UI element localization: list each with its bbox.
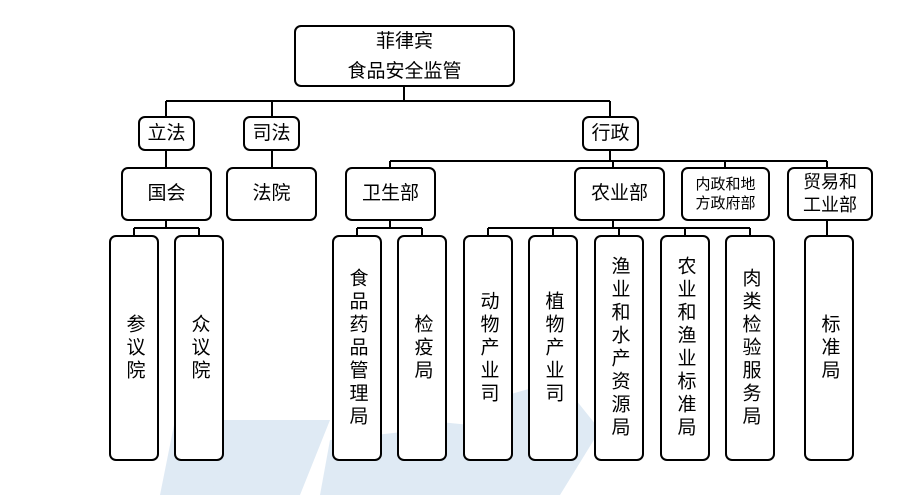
leaf-senate: 参议院 xyxy=(109,235,159,461)
node-agriculture-ministry-label: 农业部 xyxy=(590,182,648,205)
leaf-quarantine-label: 检疫局 xyxy=(411,313,434,383)
leaf-quarantine: 检疫局 xyxy=(397,235,447,461)
leaf-plant-industry: 植物产业司 xyxy=(528,235,578,461)
leaf-animal-industry-label: 动物产业司 xyxy=(477,290,500,406)
leaf-meat-inspection-label: 肉类检验服务局 xyxy=(739,267,762,429)
branch-judicial: 司法 xyxy=(243,116,300,151)
leaf-fisheries: 渔业和水产资源局 xyxy=(594,235,644,461)
leaf-standards: 标准局 xyxy=(804,235,854,461)
node-agriculture-ministry: 农业部 xyxy=(574,167,665,221)
node-health-ministry-label: 卫生部 xyxy=(361,182,419,205)
branch-legislative-label: 立法 xyxy=(147,121,186,144)
leaf-senate-label: 参议院 xyxy=(123,313,146,383)
leaf-agri-standards-label: 农业和渔业标准局 xyxy=(674,256,697,440)
node-interior-ministry: 内政和地 方政府部 xyxy=(681,167,770,221)
leaf-animal-industry: 动物产业司 xyxy=(463,235,513,461)
branch-legislative: 立法 xyxy=(138,116,195,151)
node-trade-ministry-line1: 贸易和 xyxy=(803,171,857,193)
leaf-agri-standards: 农业和渔业标准局 xyxy=(660,235,710,461)
root-node: 菲律宾 食品安全监管 xyxy=(294,25,515,87)
leaf-plant-industry-label: 植物产业司 xyxy=(542,290,565,406)
leaf-house: 众议院 xyxy=(174,235,224,461)
leaf-meat-inspection: 肉类检验服务局 xyxy=(725,235,775,461)
branch-executive: 行政 xyxy=(582,116,639,151)
node-trade-ministry-line2: 工业部 xyxy=(803,195,857,216)
root-title: 菲律宾 xyxy=(375,29,433,52)
node-court: 法院 xyxy=(226,167,317,221)
leaf-standards-label: 标准局 xyxy=(818,313,841,383)
node-congress: 国会 xyxy=(121,167,212,221)
node-interior-ministry-line1: 内政和地 xyxy=(695,174,756,193)
node-health-ministry: 卫生部 xyxy=(345,167,436,221)
branch-executive-label: 行政 xyxy=(591,121,630,144)
leaf-house-label: 众议院 xyxy=(188,313,211,383)
leaf-fda: 食品药品管理局 xyxy=(332,235,382,461)
node-interior-ministry-line2: 方政府部 xyxy=(695,194,756,212)
root-subtitle: 食品安全监管 xyxy=(347,60,462,82)
node-court-label: 法院 xyxy=(252,182,291,205)
leaf-fisheries-label: 渔业和水产资源局 xyxy=(608,256,631,440)
leaf-fda-label: 食品药品管理局 xyxy=(346,267,369,429)
node-trade-ministry: 贸易和 工业部 xyxy=(787,167,873,221)
branch-judicial-label: 司法 xyxy=(252,121,291,144)
node-congress-label: 国会 xyxy=(147,182,186,205)
